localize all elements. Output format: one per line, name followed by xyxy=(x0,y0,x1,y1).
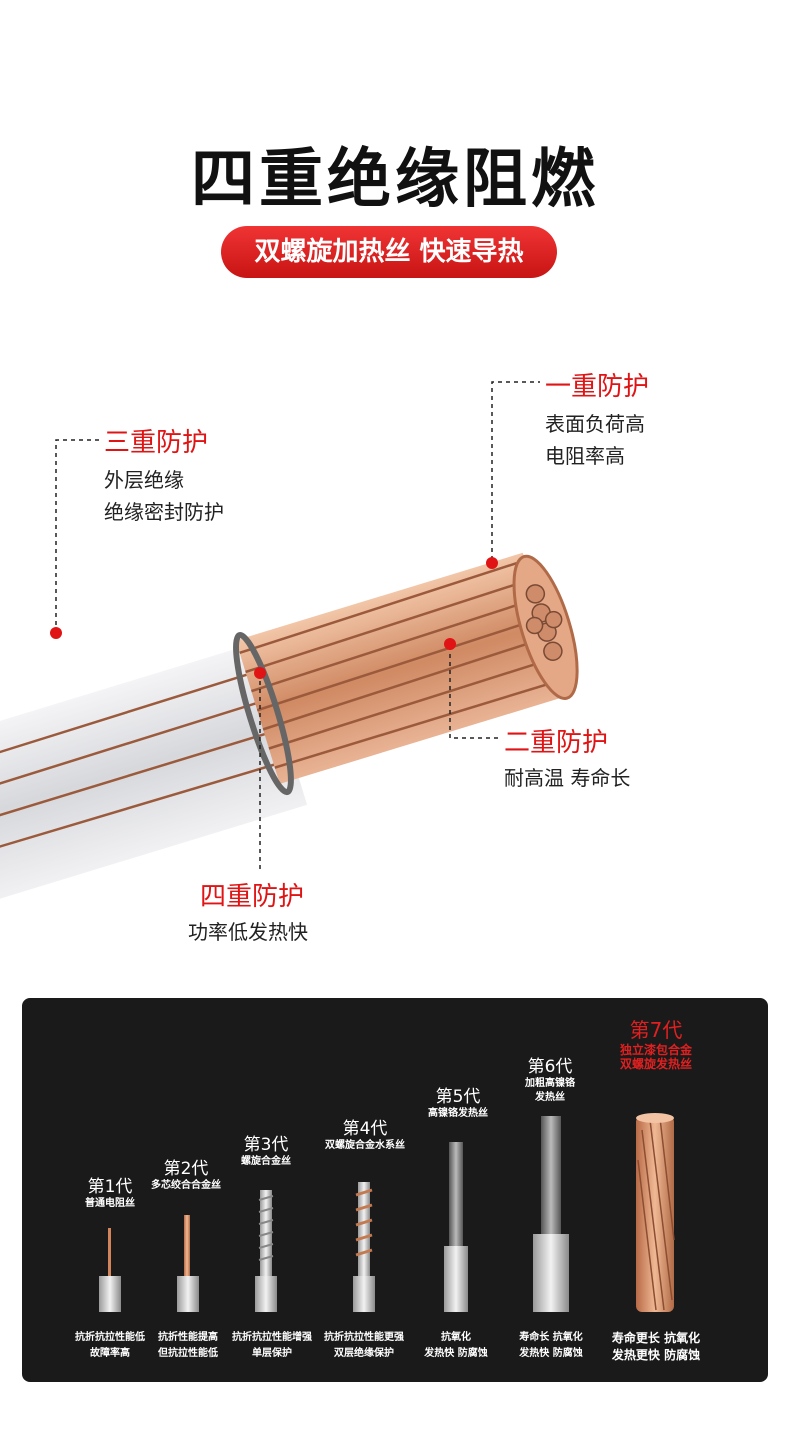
wire-gen-3 xyxy=(255,1190,277,1312)
layer-three-line: 外层绝缘 xyxy=(104,468,184,492)
gen-1-header: 第1代 普通电阻丝 xyxy=(70,1172,150,1211)
marker-dot-two xyxy=(444,638,456,650)
layer-one-label: 一重防护 xyxy=(545,372,650,402)
layer-four-desc: 功率低发热快 xyxy=(188,916,308,948)
marker-dot-three xyxy=(50,627,62,639)
gen-6-sub-line: 加粗高镍铬 xyxy=(525,1078,575,1089)
gen-1-sub: 普通电阻丝 xyxy=(85,1198,135,1209)
gen-6-caption-line: 发热快 防腐蚀 xyxy=(519,1348,583,1359)
gen-2-caption-line: 但抗拉性能低 xyxy=(158,1348,218,1359)
gen-6-header: 第6代 加粗高镍铬 发热丝 xyxy=(508,1052,592,1105)
marker-dot-four xyxy=(254,667,266,679)
gen-7-name: 第7代 xyxy=(629,1018,683,1042)
gen-7-caption: 寿命更长 抗氧化 发热更快 防腐蚀 xyxy=(600,1330,712,1364)
layer-four-label: 四重防护 xyxy=(200,882,305,912)
layer-three-desc: 外层绝缘 绝缘密封防护 xyxy=(104,464,224,528)
gen-2-caption-line: 抗折性能提高 xyxy=(158,1332,218,1343)
layer-one-line: 电阻率高 xyxy=(545,444,625,468)
wire-gen-7 xyxy=(636,1113,675,1312)
gen-2-header: 第2代 多芯绞合合金丝 xyxy=(136,1154,236,1193)
gen-7-sub-line: 双螺旋发热丝 xyxy=(619,1057,692,1071)
wire-gen-5 xyxy=(444,1142,468,1312)
gen-1-caption-line: 抗折抗拉性能低 xyxy=(75,1332,145,1343)
wire-gen-6 xyxy=(533,1116,569,1312)
gen-5-name: 第5代 xyxy=(435,1087,481,1107)
marker-dot-one xyxy=(486,557,498,569)
gen-4-name: 第4代 xyxy=(342,1119,388,1139)
gen-6-name: 第6代 xyxy=(527,1057,573,1077)
gen-6-sub-line: 发热丝 xyxy=(535,1092,565,1103)
cable-body xyxy=(0,552,579,911)
gen-5-caption: 抗氧化 发热快 防腐蚀 xyxy=(414,1330,498,1362)
gen-7-caption-line: 寿命更长 抗氧化 xyxy=(611,1331,701,1345)
gen-3-name: 第3代 xyxy=(243,1135,289,1155)
gen-4-caption-line: 双层绝缘保护 xyxy=(334,1348,394,1359)
gen-3-caption-line: 单层保护 xyxy=(252,1348,292,1359)
gen-5-caption-line: 抗氧化 xyxy=(441,1332,471,1343)
subtitle-pill: 双螺旋加热丝 快速导热 xyxy=(221,226,557,278)
page-title: 四重绝缘阻燃 xyxy=(191,143,599,217)
gen-1-caption-line: 故障率高 xyxy=(90,1348,130,1359)
gen-5-caption-line: 发热快 防腐蚀 xyxy=(424,1348,488,1359)
gen-3-caption: 抗折抗拉性能增强 单层保护 xyxy=(226,1330,318,1362)
gen-4-caption: 抗折抗拉性能更强 双层绝缘保护 xyxy=(318,1330,410,1362)
layer-one-desc: 表面负荷高 电阻率高 xyxy=(545,408,645,472)
layer-three-line: 绝缘密封防护 xyxy=(104,500,224,524)
gen-3-sub: 螺旋合金丝 xyxy=(241,1156,291,1167)
gen-1-caption: 抗折抗拉性能低 故障率高 xyxy=(70,1330,150,1362)
gen-1-name: 第1代 xyxy=(87,1177,133,1197)
layer-three-label: 三重防护 xyxy=(104,428,209,458)
gen-4-caption-line: 抗折抗拉性能更强 xyxy=(324,1332,404,1343)
wire-gen-4 xyxy=(353,1182,375,1312)
layer-two-desc: 耐高温 寿命长 xyxy=(504,762,630,794)
gen-3-header: 第3代 螺旋合金丝 xyxy=(226,1130,306,1169)
gen-3-caption-line: 抗折抗拉性能增强 xyxy=(232,1332,312,1343)
gen-2-caption: 抗折性能提高 但抗拉性能低 xyxy=(150,1330,226,1362)
wire-gen-1 xyxy=(99,1228,121,1312)
gen-4-header: 第4代 双螺旋合金水系丝 xyxy=(305,1114,425,1153)
gen-5-header: 第5代 高镍铬发热丝 xyxy=(413,1082,503,1121)
gen-6-caption-line: 寿命长 抗氧化 xyxy=(519,1332,583,1343)
cable-illustration xyxy=(0,381,579,911)
gen-7-header: 第7代 独立漆包合金 双螺旋发热丝 xyxy=(604,1014,708,1071)
gen-7-sub-line: 独立漆包合金 xyxy=(619,1043,692,1057)
layer-one-line: 表面负荷高 xyxy=(545,412,645,436)
layer-two-label: 二重防护 xyxy=(504,728,609,758)
layer-two-line: 耐高温 寿命长 xyxy=(504,766,631,790)
wire-gen-2 xyxy=(177,1215,199,1312)
gen-5-sub: 高镍铬发热丝 xyxy=(428,1108,488,1119)
gen-2-sub: 多芯绞合合金丝 xyxy=(151,1180,221,1191)
gen-2-name: 第2代 xyxy=(163,1159,209,1179)
layer-four-line: 功率低发热快 xyxy=(188,920,308,944)
gen-4-sub: 双螺旋合金水系丝 xyxy=(325,1140,405,1151)
gen-7-caption-line: 发热更快 防腐蚀 xyxy=(611,1348,701,1362)
gen-6-caption: 寿命长 抗氧化 发热快 防腐蚀 xyxy=(508,1330,594,1362)
